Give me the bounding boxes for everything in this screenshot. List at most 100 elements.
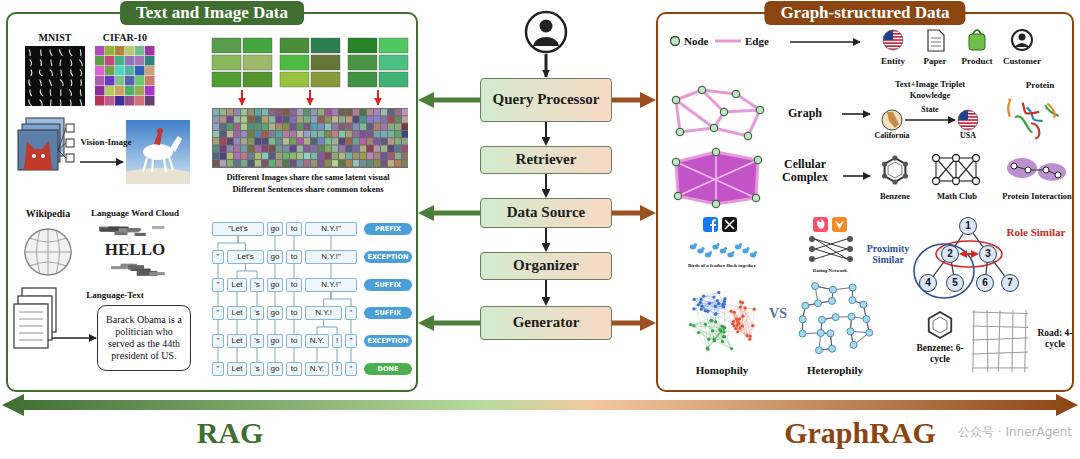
latent-filter-grid <box>360 153 366 159</box>
latent-filter-grid <box>339 146 345 152</box>
benzene-molecule <box>882 161 887 166</box>
node-text: to <box>291 335 298 347</box>
connector <box>973 233 983 246</box>
latent-filter-grid <box>325 131 331 137</box>
entity-icons <box>790 30 1032 51</box>
connector <box>612 321 646 326</box>
token-box: 's <box>250 306 264 320</box>
connector <box>337 348 338 362</box>
latent-filter-grid <box>262 146 268 152</box>
cifar-grid <box>115 56 125 66</box>
latent-filter-grid <box>346 160 352 166</box>
latent-filter-grid <box>269 124 275 130</box>
arrow-line <box>377 90 379 105</box>
image-sequence <box>311 38 340 53</box>
connector <box>257 292 258 306</box>
homophily-figure <box>750 326 753 336</box>
legend-sample <box>669 35 681 47</box>
node-text: N.Y. <box>310 335 325 347</box>
homophily-figure <box>723 303 726 306</box>
cifar-grid <box>145 46 155 56</box>
benzene-molecule <box>892 155 897 160</box>
protein-interaction <box>1038 163 1066 181</box>
cifar-grid <box>125 86 135 96</box>
document-stack <box>19 333 43 334</box>
arrow-line <box>241 90 243 105</box>
text-label: Different Sentences share common tokens <box>201 185 415 195</box>
latent-filter-grid <box>212 108 408 168</box>
latent-filter-grid <box>220 131 226 137</box>
latent-filter-grid <box>241 146 247 152</box>
math-club-graph <box>936 158 956 181</box>
heterophily-figure <box>847 328 854 335</box>
cifar-grid <box>105 46 115 56</box>
latent-filter-grid <box>353 131 359 137</box>
latent-filter-grid <box>213 131 219 137</box>
cifar-grid <box>135 86 145 96</box>
text-label: Text+Image Triplet <box>885 80 975 90</box>
homophily-figure <box>737 322 740 325</box>
latent-filter-grid <box>346 153 352 159</box>
homophily-figure <box>722 305 725 308</box>
panel-heading: Graph-structured Data <box>764 1 965 25</box>
latent-filter-grid <box>220 109 226 115</box>
latent-filter-grid <box>276 138 282 144</box>
latent-filter-grid <box>283 124 289 130</box>
process-box: Generator <box>480 306 612 340</box>
latent-filter-grid <box>248 109 254 115</box>
latent-filter-grid <box>360 131 366 137</box>
latent-filter-grid <box>360 116 366 122</box>
heterophily-figure <box>827 330 834 337</box>
node-text: 's <box>254 363 260 375</box>
latent-filter-grid <box>402 116 408 122</box>
node-text: N.Y.!" <box>321 279 341 291</box>
mnist-grid <box>29 100 32 107</box>
latent-filter-grid <box>395 138 401 144</box>
latent-filter-grid <box>402 124 408 130</box>
latent-filter-grid <box>374 131 380 137</box>
token-box: to <box>286 306 302 320</box>
connector <box>238 236 246 250</box>
arrow-line <box>842 113 870 115</box>
latent-filter-grid <box>332 109 338 115</box>
text-label: Entity <box>868 56 918 66</box>
latent-filter-grid <box>311 131 317 137</box>
graph-figure <box>676 100 714 128</box>
node-text: 's <box>254 307 260 319</box>
homophily-figure <box>716 299 719 302</box>
homophily-figure <box>739 306 742 309</box>
vision-image <box>58 143 66 150</box>
latent-filter-grid <box>381 124 387 130</box>
image-sequence <box>348 38 377 53</box>
cellular-complex <box>712 148 720 156</box>
latent-filter-grid <box>367 160 373 166</box>
latent-filter-grid <box>255 109 261 115</box>
homophily-figure <box>732 251 735 254</box>
math-club-graph <box>933 155 980 185</box>
math-club-graph <box>956 158 976 181</box>
latent-filter-grid <box>269 153 275 159</box>
node-text: N.Y.!" <box>321 251 341 263</box>
mnist-grid <box>50 50 52 57</box>
latent-filter-grid <box>367 109 373 115</box>
connector <box>545 228 547 247</box>
protein-interaction <box>1025 167 1031 173</box>
connector <box>294 264 295 278</box>
wikipedia-globe <box>25 229 71 275</box>
latent-filter-grid <box>269 109 275 115</box>
heterophily-figure <box>809 236 815 242</box>
connector <box>275 348 276 362</box>
latent-filter-grid <box>346 116 352 122</box>
word-cloud <box>152 226 164 229</box>
latent-filter-grid <box>220 124 226 130</box>
heterophily-figure <box>847 236 853 242</box>
homophily-figure <box>723 327 726 330</box>
connector <box>331 236 332 250</box>
latent-filter-grid <box>360 146 366 152</box>
image-sequence <box>311 72 340 87</box>
node-text: SUFFIX <box>375 280 401 290</box>
heterophily-figure <box>799 217 873 354</box>
heterophily-figure <box>863 316 870 323</box>
text-label: Role Similar <box>1001 226 1071 238</box>
token-box: " <box>212 250 224 264</box>
